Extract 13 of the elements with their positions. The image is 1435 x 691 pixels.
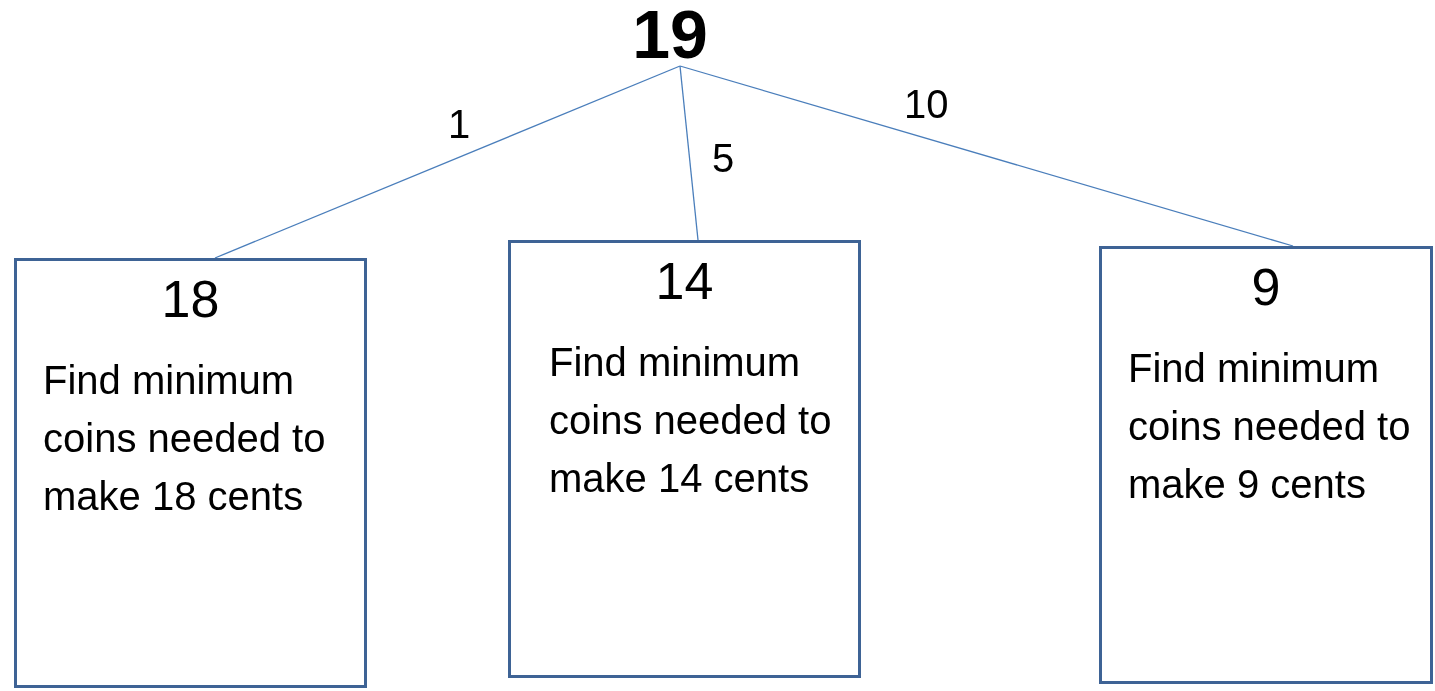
subproblem-description: Find minimum coins needed to make 9 cents [1127,345,1412,508]
subproblem-box [14,258,367,688]
subproblem-description: Find minimum coins needed to make 14 cents [548,339,833,502]
connector-line [679,65,699,241]
amount-heading: 18 [161,273,220,325]
connector-line [679,65,1294,247]
subproblem-description: Find minimum coins needed to make 18 cents [42,357,327,520]
subproblem-box [508,240,861,678]
amount-heading: 14 [655,255,714,307]
connector-line [214,65,681,259]
subproblem-box [1099,246,1433,684]
root-amount: 19 [620,2,720,66]
amount-heading: 9 [1251,261,1281,313]
